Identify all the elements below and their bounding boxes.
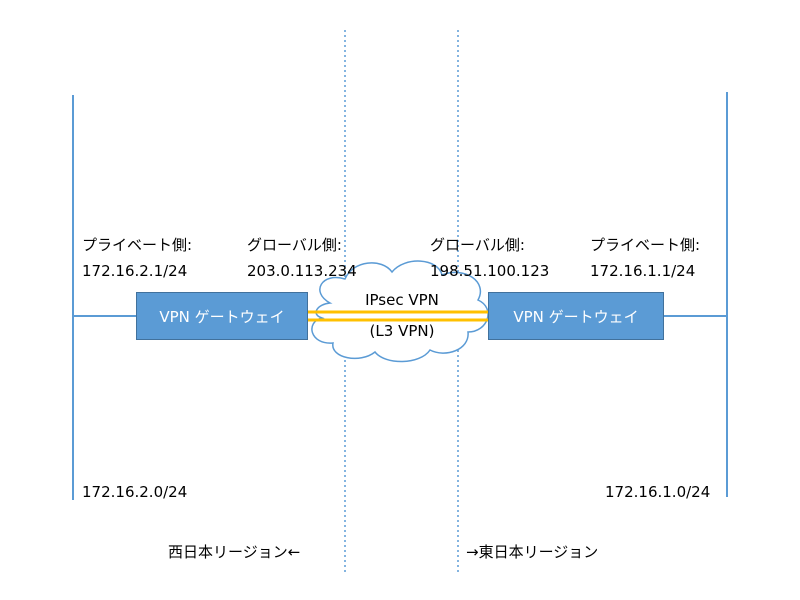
west-vpn-gateway[interactable]: VPN ゲートウェイ	[136, 292, 308, 340]
west-global-label: グローバル側:	[247, 236, 342, 254]
west-global-ip: 203.0.113.234	[247, 262, 357, 280]
east-private-label: プライベート側:	[590, 236, 701, 254]
east-global-label: グローバル側:	[430, 236, 525, 254]
ipsec-tunnel	[308, 310, 488, 322]
west-region-label: 西日本リージョン←	[168, 543, 301, 561]
east-vpn-gateway[interactable]: VPN ゲートウェイ	[488, 292, 664, 340]
west-private-ip: 172.16.2.1/24	[82, 262, 188, 280]
east-private-ip: 172.16.1.1/24	[590, 262, 696, 280]
tunnel-label-line1: IPsec VPN	[365, 291, 439, 309]
east-global-ip: 198.51.100.123	[430, 262, 550, 280]
east-region-label: →東日本リージョン	[466, 543, 599, 561]
tunnel-label-line2: (L3 VPN)	[369, 322, 435, 340]
east-subnet: 172.16.1.0/24	[605, 483, 711, 501]
west-subnet: 172.16.2.0/24	[82, 483, 188, 501]
west-private-label: プライベート側:	[82, 236, 193, 254]
